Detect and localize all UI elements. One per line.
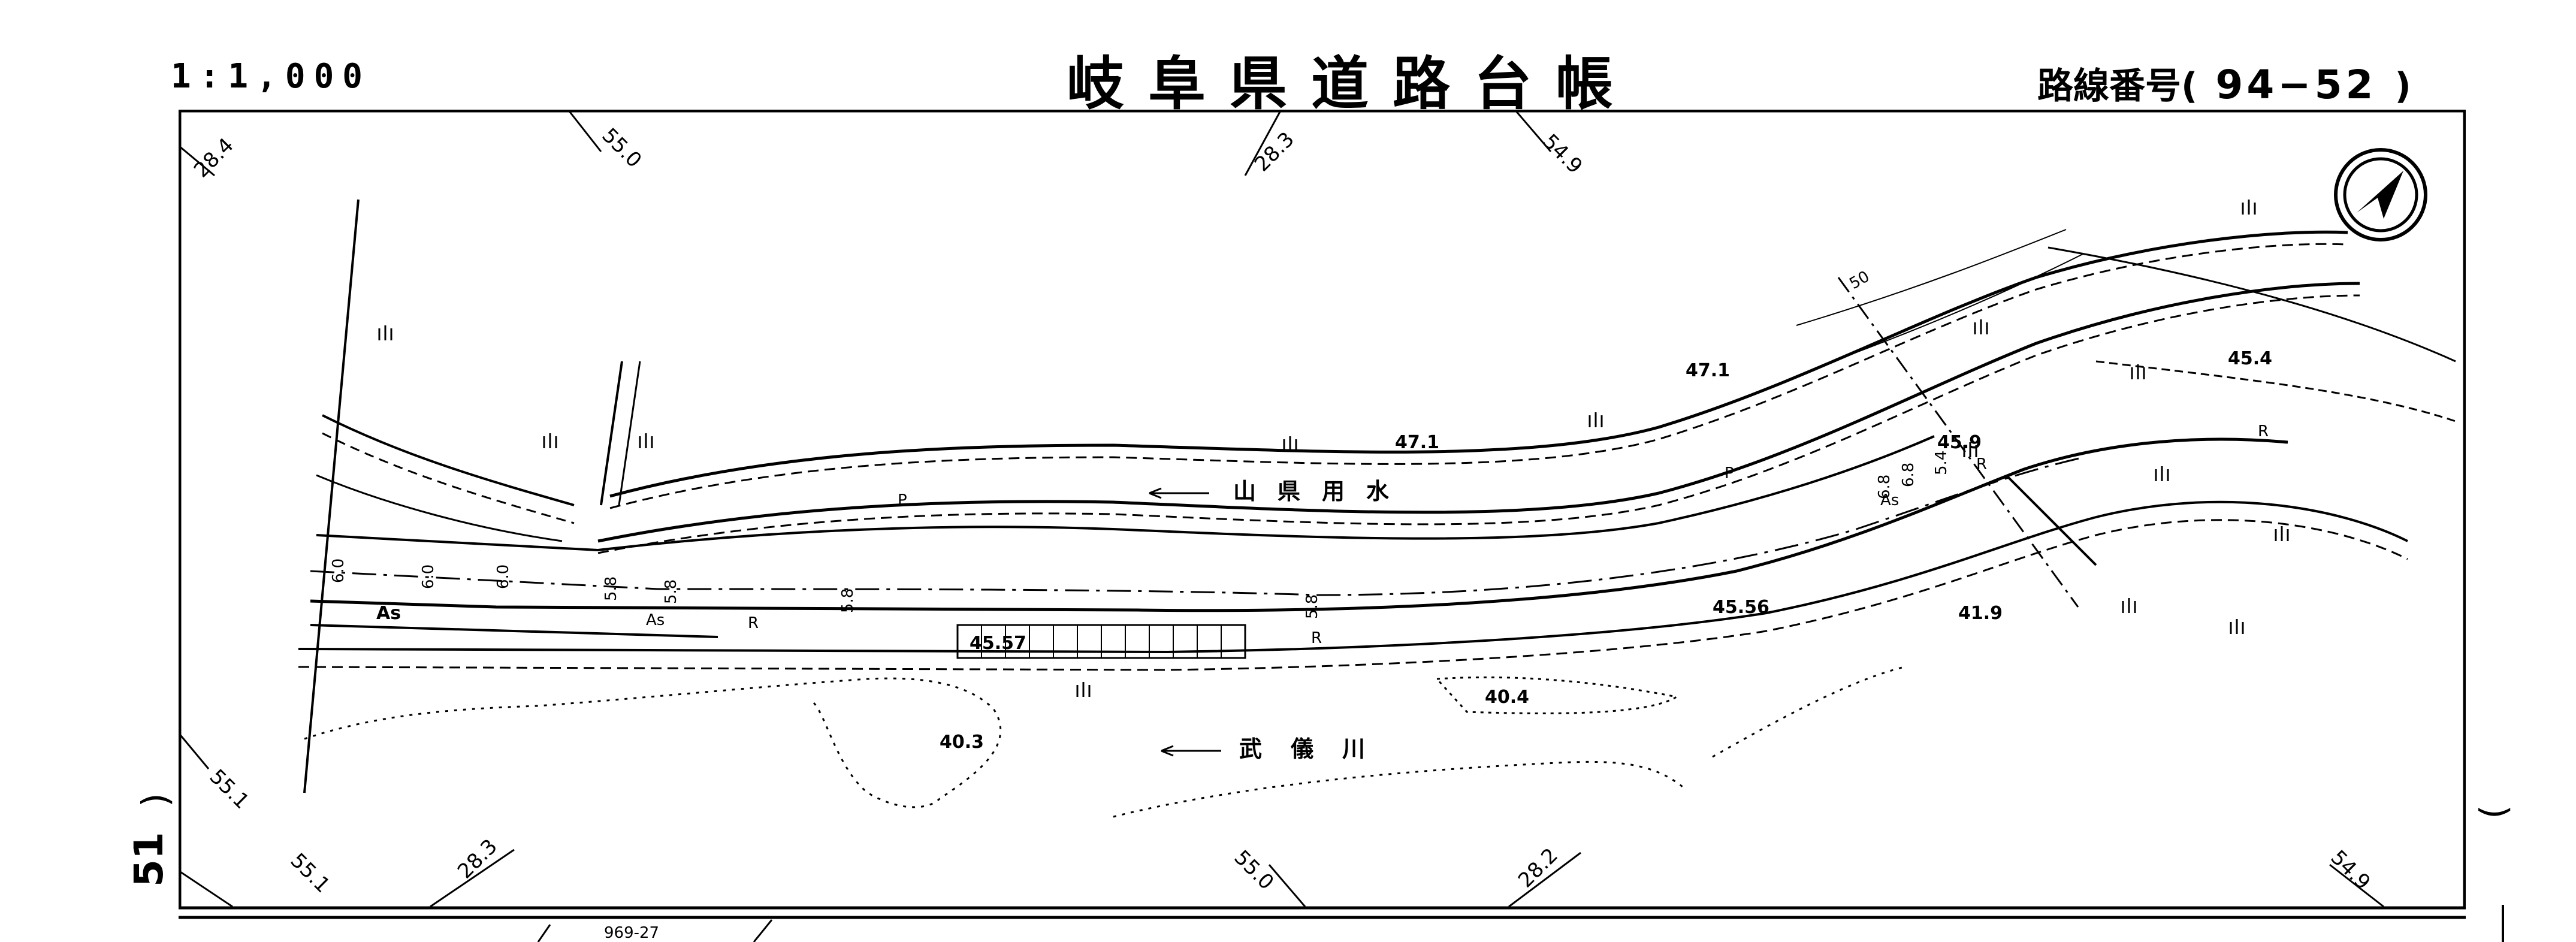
width-6: 5.8 [839, 588, 857, 613]
width-5: 5.8 [662, 579, 680, 604]
road-centerline [310, 456, 2085, 596]
river-shoreline [304, 677, 1002, 808]
road-south-edge [310, 437, 2288, 612]
elevation-1: 47.1 [1686, 360, 1730, 381]
road-map: 28.4 55.0 28.3 54.9 55.1 55.1 28.3 55.0 … [179, 110, 2466, 942]
route-number: 94−52 [2215, 62, 2377, 108]
grid-ticks [179, 110, 2384, 942]
elevation-6: 45.57 [970, 633, 1026, 654]
coord-left-1: 55.1 [205, 765, 254, 814]
river-north-bank [298, 500, 2408, 654]
coord-top-3: 28.3 [1250, 128, 1299, 177]
surface-label-1: As [376, 603, 401, 624]
elevation-2: 47.1 [1395, 432, 1439, 453]
coord-top-4: 54.9 [1538, 129, 1587, 179]
width-2: 6.0 [419, 564, 437, 589]
width-3: 6.0 [494, 564, 512, 589]
coord-bottom-2: 55.0 [1230, 846, 1279, 895]
side-paren-right: ( [2472, 805, 2515, 819]
canal-flow-arrow [1149, 487, 1209, 499]
width-9: 5.4 [1932, 451, 1950, 475]
surface-label-3: As [1880, 491, 1899, 509]
page-title: 岐阜県道路台帳 [1067, 50, 1637, 117]
contour-label: 50 [1847, 268, 1873, 294]
surface-label-6: R [1976, 455, 1987, 473]
coord-top-2: 55.0 [597, 123, 647, 173]
surface-label-5: R [1311, 629, 1322, 647]
vegetation-symbols [378, 200, 2289, 697]
north-arrow-icon [2334, 148, 2427, 241]
road-north-edge [316, 435, 1935, 552]
canal-north-bank [609, 230, 2348, 498]
width-4: 5.8 [602, 576, 620, 601]
map-frame [179, 110, 2466, 910]
map-scale: 1:1,000 [171, 57, 372, 96]
road-marker: R [2258, 422, 2269, 440]
elevation-3: 45.4 [2228, 348, 2272, 369]
surface-label-8: P [1725, 464, 1734, 482]
side-paren-left: ) [134, 793, 177, 807]
route-number-label: 路線番号( 94−52) [2037, 57, 2411, 109]
elevation-5: 45.56 [1713, 597, 1769, 618]
coord-bottom-1: 28.3 [453, 835, 502, 884]
sheet-number: 969-27 [604, 924, 659, 942]
width-10: 6.8 [1899, 463, 1917, 487]
surface-label-7: P [898, 491, 907, 509]
road-left-boundary [303, 199, 360, 793]
side-sheet-number: 51 [126, 832, 172, 887]
surface-label-4: R [748, 614, 759, 632]
coord-left-2: 55.1 [286, 849, 335, 898]
river-name: 武儀川 [1239, 736, 1394, 762]
width-1: 6.0 [330, 558, 348, 583]
elevation-4: 45.9 [1937, 432, 1982, 453]
elevation-8: 40.4 [1485, 687, 1529, 708]
width-7: 5.8 [1303, 594, 1321, 619]
side-mark-right [2502, 905, 2504, 942]
surface-label-2: As [646, 611, 665, 629]
elevation-7: 41.9 [1958, 603, 2003, 624]
route-label: 路線番号( [2037, 65, 2198, 107]
coord-bottom-4: 54.9 [2326, 846, 2375, 895]
elevation-9: 40.3 [940, 732, 984, 753]
route-close: ) [2394, 65, 2411, 107]
width-8: 6.8 [1876, 475, 1894, 499]
river-flow-arrow [1161, 745, 1221, 757]
canal-name: 山県用水 [1233, 478, 1411, 505]
canal-south-bank [597, 282, 2360, 543]
